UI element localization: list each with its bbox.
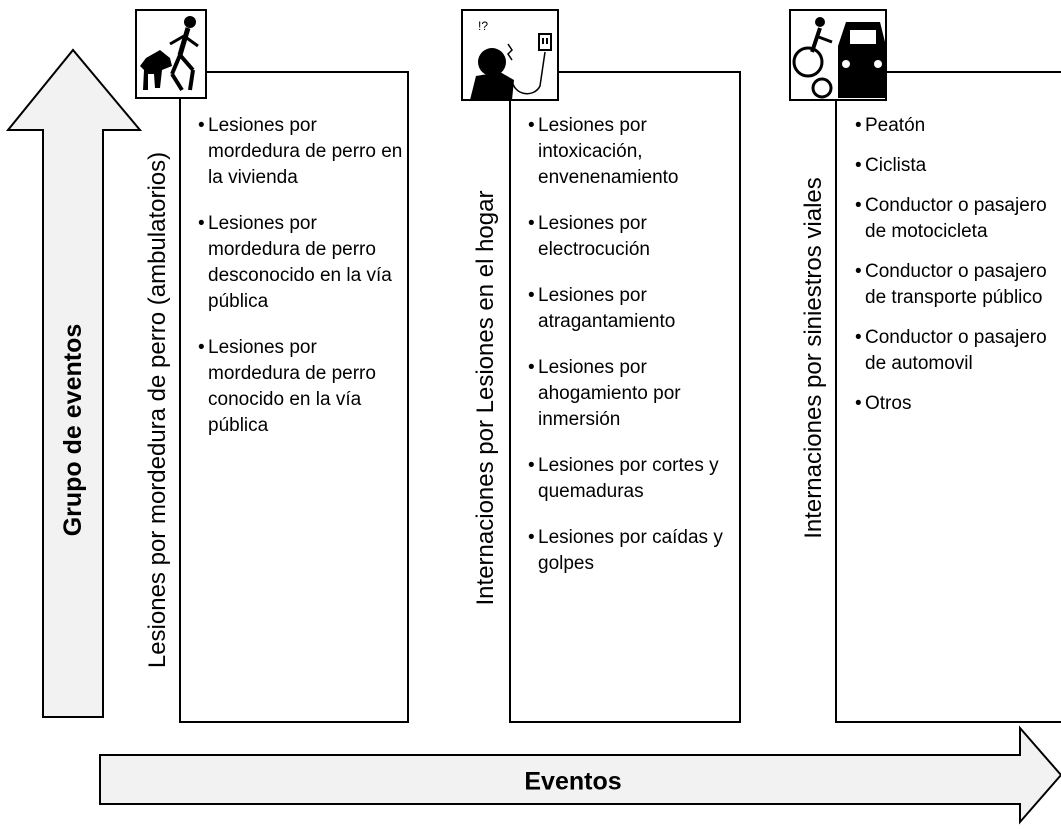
category-list-dog-bites: Lesiones por mordedura de perro en la vi… [198, 113, 403, 459]
list-item: Lesiones por ahogamiento por inmersión [528, 355, 736, 433]
list-item: Conductor o pasajero de motocicleta [855, 193, 1055, 245]
horizontal-axis-label: Eventos [524, 767, 622, 796]
category-title-home-injuries: Internaciones por Lesiones en el hogar [472, 190, 499, 606]
child-electric-outlet-icon: !? [461, 9, 559, 101]
horizontal-arrow [99, 725, 1061, 825]
list-item: Lesiones por mordedura de perro conocido… [198, 335, 403, 439]
list-item: Ciclista [855, 153, 1055, 179]
list-item: Lesiones por atragantamiento [528, 283, 736, 335]
vertical-axis-label: Grupo de eventos [59, 323, 87, 537]
list-item: Lesiones por mordedura de perro en la vi… [198, 113, 403, 191]
category-list-road-accidents: Peatón Ciclista Conductor o pasajero de … [855, 113, 1055, 431]
list-item: Conductor o pasajero de automovil [855, 325, 1055, 377]
list-item: Conductor o pasajero de transporte públi… [855, 259, 1055, 311]
category-title-road-accidents: Internaciones por siniestros viales [800, 177, 827, 539]
category-title-dog-bites: Lesiones por mordedura de perro (ambulat… [144, 151, 171, 669]
list-item: Otros [855, 391, 1055, 417]
list-item: Lesiones por mordedura de perro desconoc… [198, 211, 403, 315]
vertical-arrow [5, 48, 143, 718]
list-item: Lesiones por cortes y quemaduras [528, 453, 736, 505]
list-item: Lesiones por electrocución [528, 211, 736, 263]
list-item: Peatón [855, 113, 1055, 139]
cyclist-and-car-icon [789, 9, 887, 101]
list-item: Lesiones por caídas y golpes [528, 525, 736, 577]
list-item: Lesiones por intoxicación, envenenamient… [528, 113, 736, 191]
person-running-from-dog-icon [135, 9, 207, 99]
svg-text:!?: !? [478, 19, 488, 33]
category-list-home-injuries: Lesiones por intoxicación, envenenamient… [528, 113, 736, 597]
